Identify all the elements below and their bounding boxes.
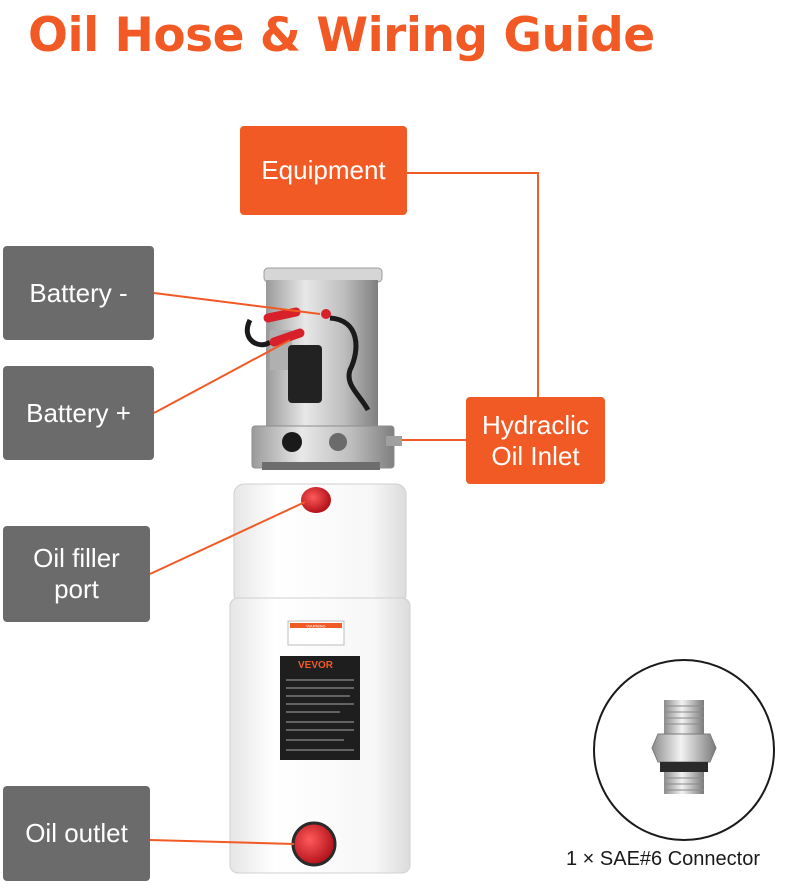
label-battery-negative: Battery - [3,246,154,340]
brand-logo: VEVOR [298,660,334,671]
oil-outlet-cap [291,821,337,867]
oil-tank: WARNING VEVOR [229,483,411,874]
label-hydraulic-oil-inlet: Hydraclic Oil Inlet [466,397,605,484]
label-oil-filler-port-line1: Oil filler [33,543,120,573]
label-battery-positive: Battery + [3,366,154,460]
page-title: Oil Hose & Wiring Guide [28,8,655,63]
label-hydraulic-oil-inlet-line1: Hydraclic [482,409,589,440]
connector-caption: 1 × SAE#6 Connector [566,848,761,870]
oil-filler-cap [301,487,331,513]
warning-text: WARNING [306,624,325,629]
label-equipment: Equipment [240,126,407,215]
leader-lines [149,172,539,845]
label-oil-outlet: Oil outlet [3,786,150,881]
manifold [251,425,402,470]
label-hydraulic-oil-inlet-line2: Oil Inlet [491,440,580,471]
label-oil-filler-port-line2: port [54,574,99,604]
sae6-connector [593,659,775,841]
label-oil-filler-port: Oil filler port [3,526,150,622]
motor [245,267,383,428]
